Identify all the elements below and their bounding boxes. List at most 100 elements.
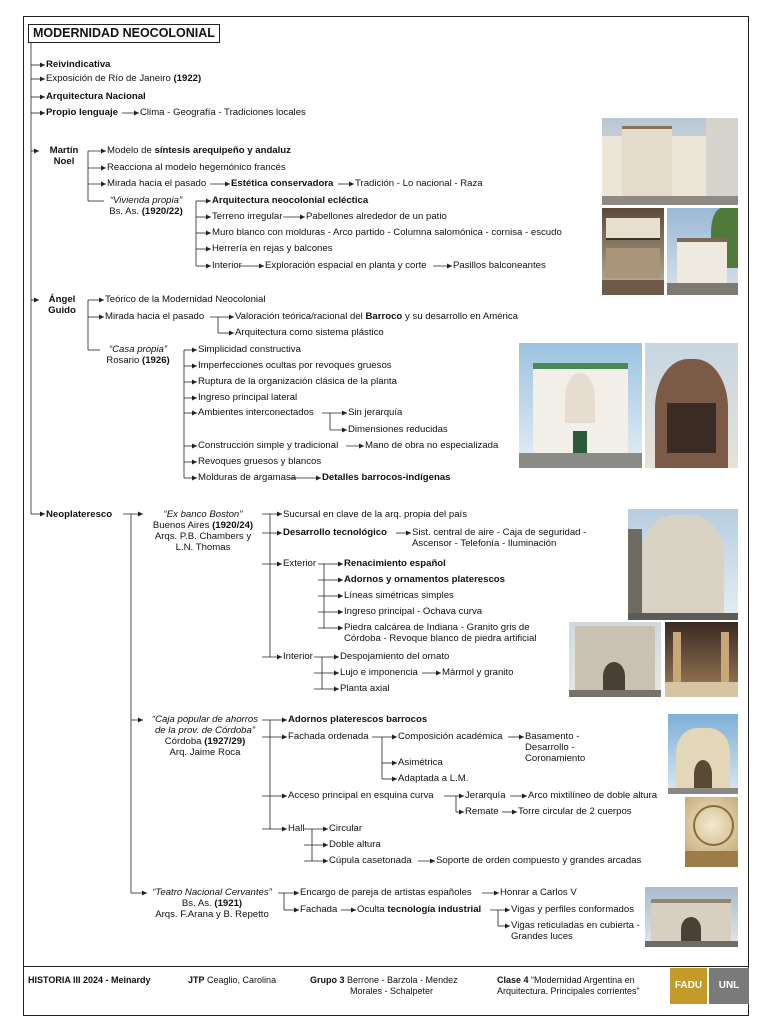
photo-caja-facade [668,714,738,794]
photo-boston-facade [628,509,738,620]
caja-soporte: Soporte de orden compuesto y grandes arc… [436,855,642,866]
guido-construccion: Construcción simple y tradicional [198,440,339,451]
caja-name-2: de la prov. de Córdoba” [154,725,256,736]
teatro-fachada: Fachada [300,904,338,915]
boston-name: “Ex banco Boston” [163,509,243,520]
teatro-place: Bs. As. (1921) [181,898,243,909]
photo-caja-dome [685,797,738,867]
noel-mirada: Mirada hacia el pasado [107,178,207,189]
caja-arq: Arq. Jaime Roca [169,747,241,758]
photo-noel-facade [602,118,738,205]
guido-imperfecciones: Imperfecciones ocultas por revoques grue… [198,360,392,371]
footer-grupo-2: Morales - Schalpeter [350,986,434,996]
page-frame [23,16,749,1016]
intro-lenguaje: Propio lenguaje [46,107,118,118]
unl-logo: UNL [709,968,749,1004]
noel-vivienda: “Vivienda propia” [109,195,183,206]
fadu-logo: FADU [670,968,707,1004]
boston-sist-1: Sist. central de aire - Caja de segurida… [412,527,587,538]
boston-piedra-1: Piedra calcárea de Indiana - Granito gri… [344,622,530,633]
guido-teorico: Teórico de la Modernidad Neocolonial [105,294,266,305]
boston-sucursal: Sucursal en clave de la arq. propia del … [283,509,467,520]
guido-molduras: Molduras de argamasa [198,472,297,483]
caja-arco: Arco mixtilíneo de doble altura [528,790,658,801]
caja-basamento-2: Desarrollo - [525,742,575,753]
teatro-arqs: Arqs. F.Arana y B. Repetto [155,909,269,920]
photo-noel-patio [602,208,664,295]
noel-interior: Interior [212,260,242,271]
guido-casa: “Casa propia” [108,344,168,355]
teatro-oculta: Oculta tecnología industrial [357,904,482,915]
boston-renacimiento: Renacimiento español [344,558,446,569]
noel-vivienda-place: Bs. As. (1920/22) [109,206,183,217]
intro-lenguaje-items: Clima - Geografía - Tradiciones locales [140,107,306,118]
caja-adornos: Adornos platerescos barrocos [288,714,428,725]
boston-lineas: Líneas simétricas simples [344,590,454,601]
caja-name-1: “Caja popular de ahorros [151,714,259,725]
neo-label: Neoplateresco [46,509,113,520]
guido-mirada: Mirada hacia el pasado [105,311,205,322]
caja-adaptada: Adaptada a L.M. [398,773,469,784]
caja-jerarquia: Jerarquía [465,790,506,801]
noel-estetica: Estética conservadora [231,178,334,189]
caja-asimetrica: Asimétrica [398,757,443,768]
noel-muro: Muro blanco con molduras - Arco partido … [212,227,562,238]
photo-teatro-facade [645,887,738,947]
guido-name-2: Guido [48,305,76,316]
guido-casa-place: Rosario (1926) [106,355,170,366]
boston-lujo: Lujo e imponencia [340,667,418,678]
guido-ingreso: Ingreso principal lateral [198,392,298,403]
guido-simplicidad: Simplicidad constructiva [198,344,301,355]
intro-expo: Exposición de Río de Janeiro (1922) [46,73,202,84]
intro-arq-nacional: Arquitectura Nacional [46,91,146,102]
footer-grupo-1: Grupo 3 Berrone - Barzola - Mendez [310,975,458,985]
guido-sistema: Arquitectura como sistema plástico [235,327,384,338]
teatro-encargo: Encargo de pareja de artistas españoles [300,887,472,898]
photo-boston-interior [665,622,738,697]
boston-marmol: Mármol y granito [442,667,514,678]
footer-clase-2: Arquitectura. Principales corrientes” [497,986,640,996]
noel-arq-eclectica: Arquitectura neocolonial ecléctica [212,195,369,206]
boston-exterior: Exterior [283,558,317,569]
footer-separator [23,966,749,967]
teatro-honrar: Honrar a Carlos V [500,887,577,898]
caja-place: Córdoba (1927/29) [164,736,246,747]
noel-herreria: Herrería en rejas y balcones [212,243,333,254]
photo-boston-corner [569,622,661,697]
guido-ruptura: Ruptura de la organización clásica de la… [198,376,397,387]
caja-acceso: Acceso principal en esquina curva [288,790,434,801]
photo-noel-exterior [667,208,738,295]
noel-pabellones: Pabellones alrededor de un patio [306,211,447,222]
noel-terreno: Terreno irregular [212,211,283,222]
teatro-reticuladas-2: Grandes luces [511,931,573,942]
noel-modelo: Modelo de síntesis arequipeño y andaluz [107,145,291,156]
guido-mano-obra: Mano de obra no especializada [365,440,499,451]
footer-course: HISTORIA III 2024 - Meinardy [28,975,151,985]
boston-interior: Interior [283,651,313,662]
guido-sin-jerarquia: Sin jerarquía [348,407,403,418]
photo-guido-facade [519,343,642,468]
boston-sist-2: Ascensor - Telefonía - Iluminación [412,538,557,549]
caja-torre: Torre circular de 2 cuerpos [518,806,632,817]
boston-desarrollo: Desarrollo tecnológico [283,527,387,538]
guido-detalles: Detalles barrocos-indígenas [322,472,451,483]
caja-composicion: Composición académica [398,731,503,742]
intro-reivindicativa: Reivindicativa [46,59,111,70]
boston-planta: Planta axial [340,683,390,694]
footer-clase-1: Clase 4 “Modernidad Argentina en [497,975,635,985]
noel-reacciona: Reacciona al modelo hegemónico francés [107,162,286,173]
noel-exploracion: Exploración espacial en planta y corte [265,260,427,271]
boston-piedra-2: Córdoba - Revoque blanco de piedra artif… [344,633,537,644]
guido-dimensiones: Dimensiones reducidas [348,424,448,435]
caja-basamento-1: Basamento - [525,731,580,742]
page-title: MODERNIDAD NEOCOLONIAL [28,24,220,43]
caja-fachada: Fachada ordenada [288,731,369,742]
teatro-name: “Teatro Nacional Cervantes” [152,887,272,898]
boston-place: Buenos Aires (1920/24) [152,520,254,531]
guido-ambientes: Ambientes interconectados [198,407,314,418]
boston-ingreso: Ingreso principal - Ochava curva [344,606,483,617]
noel-name-1: Martín [49,145,79,156]
footer-jtp: JTP Ceaglio, Carolina [188,975,277,985]
teatro-reticuladas-1: Vigas reticuladas en cubierta - [511,920,640,931]
